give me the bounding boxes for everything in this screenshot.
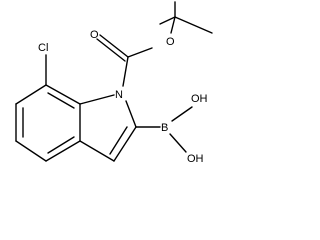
- bond-c7a-c7-b: [47, 92, 75, 109]
- atom-oxygen-carbonyl: O: [90, 29, 99, 41]
- bond-c7a-c7-a: [45, 84, 81, 105]
- atom-hydroxyl-upper: OH: [191, 93, 208, 105]
- bond-c3-c3a: [79, 140, 115, 162]
- chemical-structure: O O N Cl B OH OH: [15, 1, 213, 165]
- atom-boron: B: [161, 122, 168, 134]
- bond-carbonyl-nitrogen: [122, 56, 129, 87]
- boronic-acid-group: [135, 106, 193, 153]
- bond-c7-c6: [15, 84, 47, 105]
- bond-n-c2: [125, 100, 137, 128]
- atom-hydroxyl-lower: OH: [187, 153, 204, 165]
- bond-c5-c4: [15, 140, 47, 162]
- indole-ring: [15, 54, 137, 162]
- bond-carbonyl-double-a: [99, 34, 129, 58]
- atom-chlorine: Cl: [38, 42, 48, 54]
- bond-n-c7a: [79, 94, 115, 105]
- atom-nitrogen: N: [115, 89, 123, 101]
- bond-boron-oh-lower: [169, 133, 187, 153]
- tert-butyl-group: [159, 1, 213, 34]
- bond-tbu-oxygen: [170, 16, 176, 34]
- bond-carbonyl-double-b: [96, 38, 126, 62]
- bond-tbu-methyl-right: [174, 16, 213, 34]
- bond-tbu-methyl-left: [159, 16, 176, 25]
- bond-c2-c3-a: [113, 126, 137, 162]
- bond-c4-c3a-b: [47, 136, 75, 154]
- carbamate-group: [96, 34, 153, 87]
- bond-c2-c3-b: [109, 126, 128, 155]
- bond-boron-oh-upper: [171, 106, 193, 122]
- atom-oxygen-ester: O: [166, 36, 175, 48]
- bond-c4-c3a-a: [45, 140, 81, 162]
- bond-oxygen-carbonyl-carbon: [127, 47, 153, 58]
